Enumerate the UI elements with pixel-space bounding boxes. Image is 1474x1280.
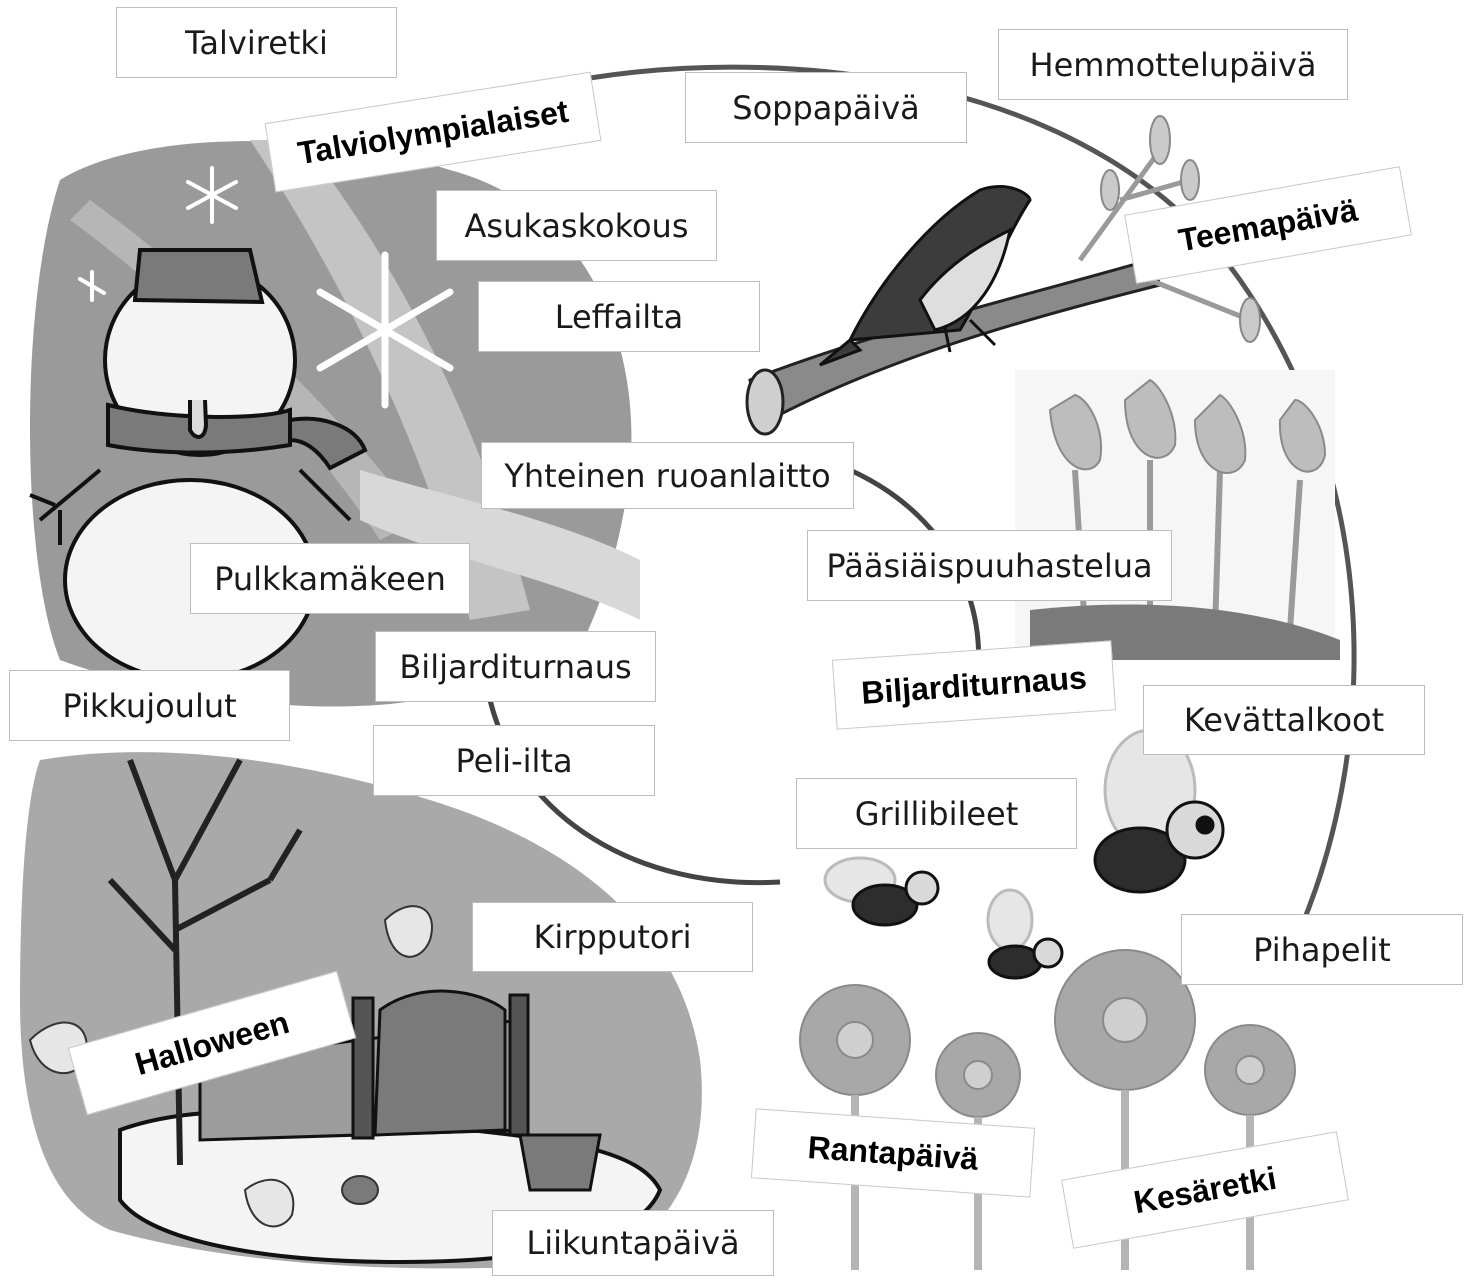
label-peli-ilta: Peli-ilta [373, 725, 655, 796]
label-kevattalkoot: Kevättalkoot [1143, 685, 1425, 755]
label-soppapaiva: Soppapäivä [685, 72, 967, 143]
label-leffailta: Leffailta [478, 281, 760, 352]
label-paasiaispuuhastelua: Pääsiäispuuhastelua [807, 530, 1172, 601]
label-liikuntapaiva: Liikuntapäivä [492, 1210, 774, 1276]
label-pikkujoulut: Pikkujoulut [9, 670, 290, 741]
label-grillibileet: Grillibileet [796, 778, 1077, 849]
bee-icon [825, 858, 938, 925]
tulips-icon [1015, 370, 1340, 660]
label-pulkkamakeen: Pulkkamäkeen [190, 543, 470, 614]
label-pihapelit: Pihapelit [1181, 914, 1463, 985]
basket-icon [520, 1135, 600, 1190]
autumn-scene [20, 752, 702, 1268]
label-biljarditurnaus: Biljarditurnaus [375, 631, 656, 702]
label-asukaskokous: Asukaskokous [436, 190, 717, 261]
label-kirpputori: Kirpputori [472, 902, 753, 972]
label-hemmottelupaiva: Hemmottelupäivä [998, 29, 1348, 100]
label-yhteinen-ruoanlaitto: Yhteinen ruoanlaitto [481, 442, 854, 509]
label-talviretki: Talviretki [116, 7, 397, 78]
bee-small-icon [988, 890, 1062, 978]
